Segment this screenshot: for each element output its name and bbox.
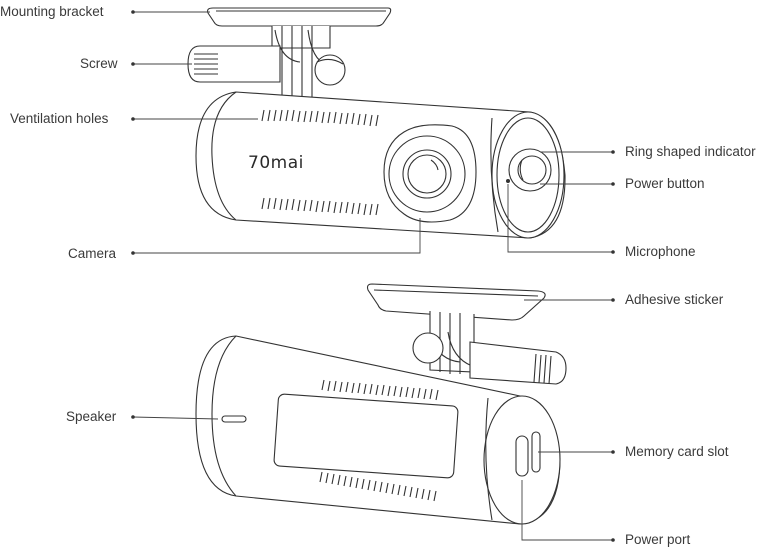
label-mounting-bracket: Mounting bracket <box>0 4 104 19</box>
back-ventilation-bottom <box>319 471 437 502</box>
label-ring-shaped-indicator: Ring shaped indicator <box>625 144 756 159</box>
callout-leaders <box>131 10 615 542</box>
label-camera: Camera <box>68 246 117 261</box>
speaker-slot <box>221 415 247 423</box>
power-port <box>515 435 529 477</box>
back-screw <box>412 332 567 385</box>
back-ventilation-top <box>321 379 439 401</box>
label-ventilation-holes: Ventilation holes <box>10 111 109 126</box>
brand-logo: 70mai <box>248 153 304 173</box>
mounting-bracket <box>207 7 392 100</box>
ventilation-holes-bottom <box>261 197 379 216</box>
screw <box>187 45 346 86</box>
side-panel <box>273 393 459 479</box>
label-power-button: Power button <box>625 176 705 191</box>
label-speaker: Speaker <box>66 409 117 424</box>
microphone-hole <box>506 179 510 183</box>
back-view-camera <box>195 283 567 525</box>
front-view-camera: 70mai <box>187 7 566 239</box>
back-camera-body <box>195 335 561 525</box>
label-power-port: Power port <box>625 532 691 547</box>
label-memory-card-slot: Memory card slot <box>625 444 729 459</box>
label-adhesive-sticker: Adhesive sticker <box>625 292 724 307</box>
power-button-ring <box>508 148 552 192</box>
label-screw: Screw <box>80 56 118 71</box>
ventilation-holes-top <box>261 109 379 127</box>
label-microphone: Microphone <box>625 244 696 259</box>
camera-lens <box>383 124 477 223</box>
